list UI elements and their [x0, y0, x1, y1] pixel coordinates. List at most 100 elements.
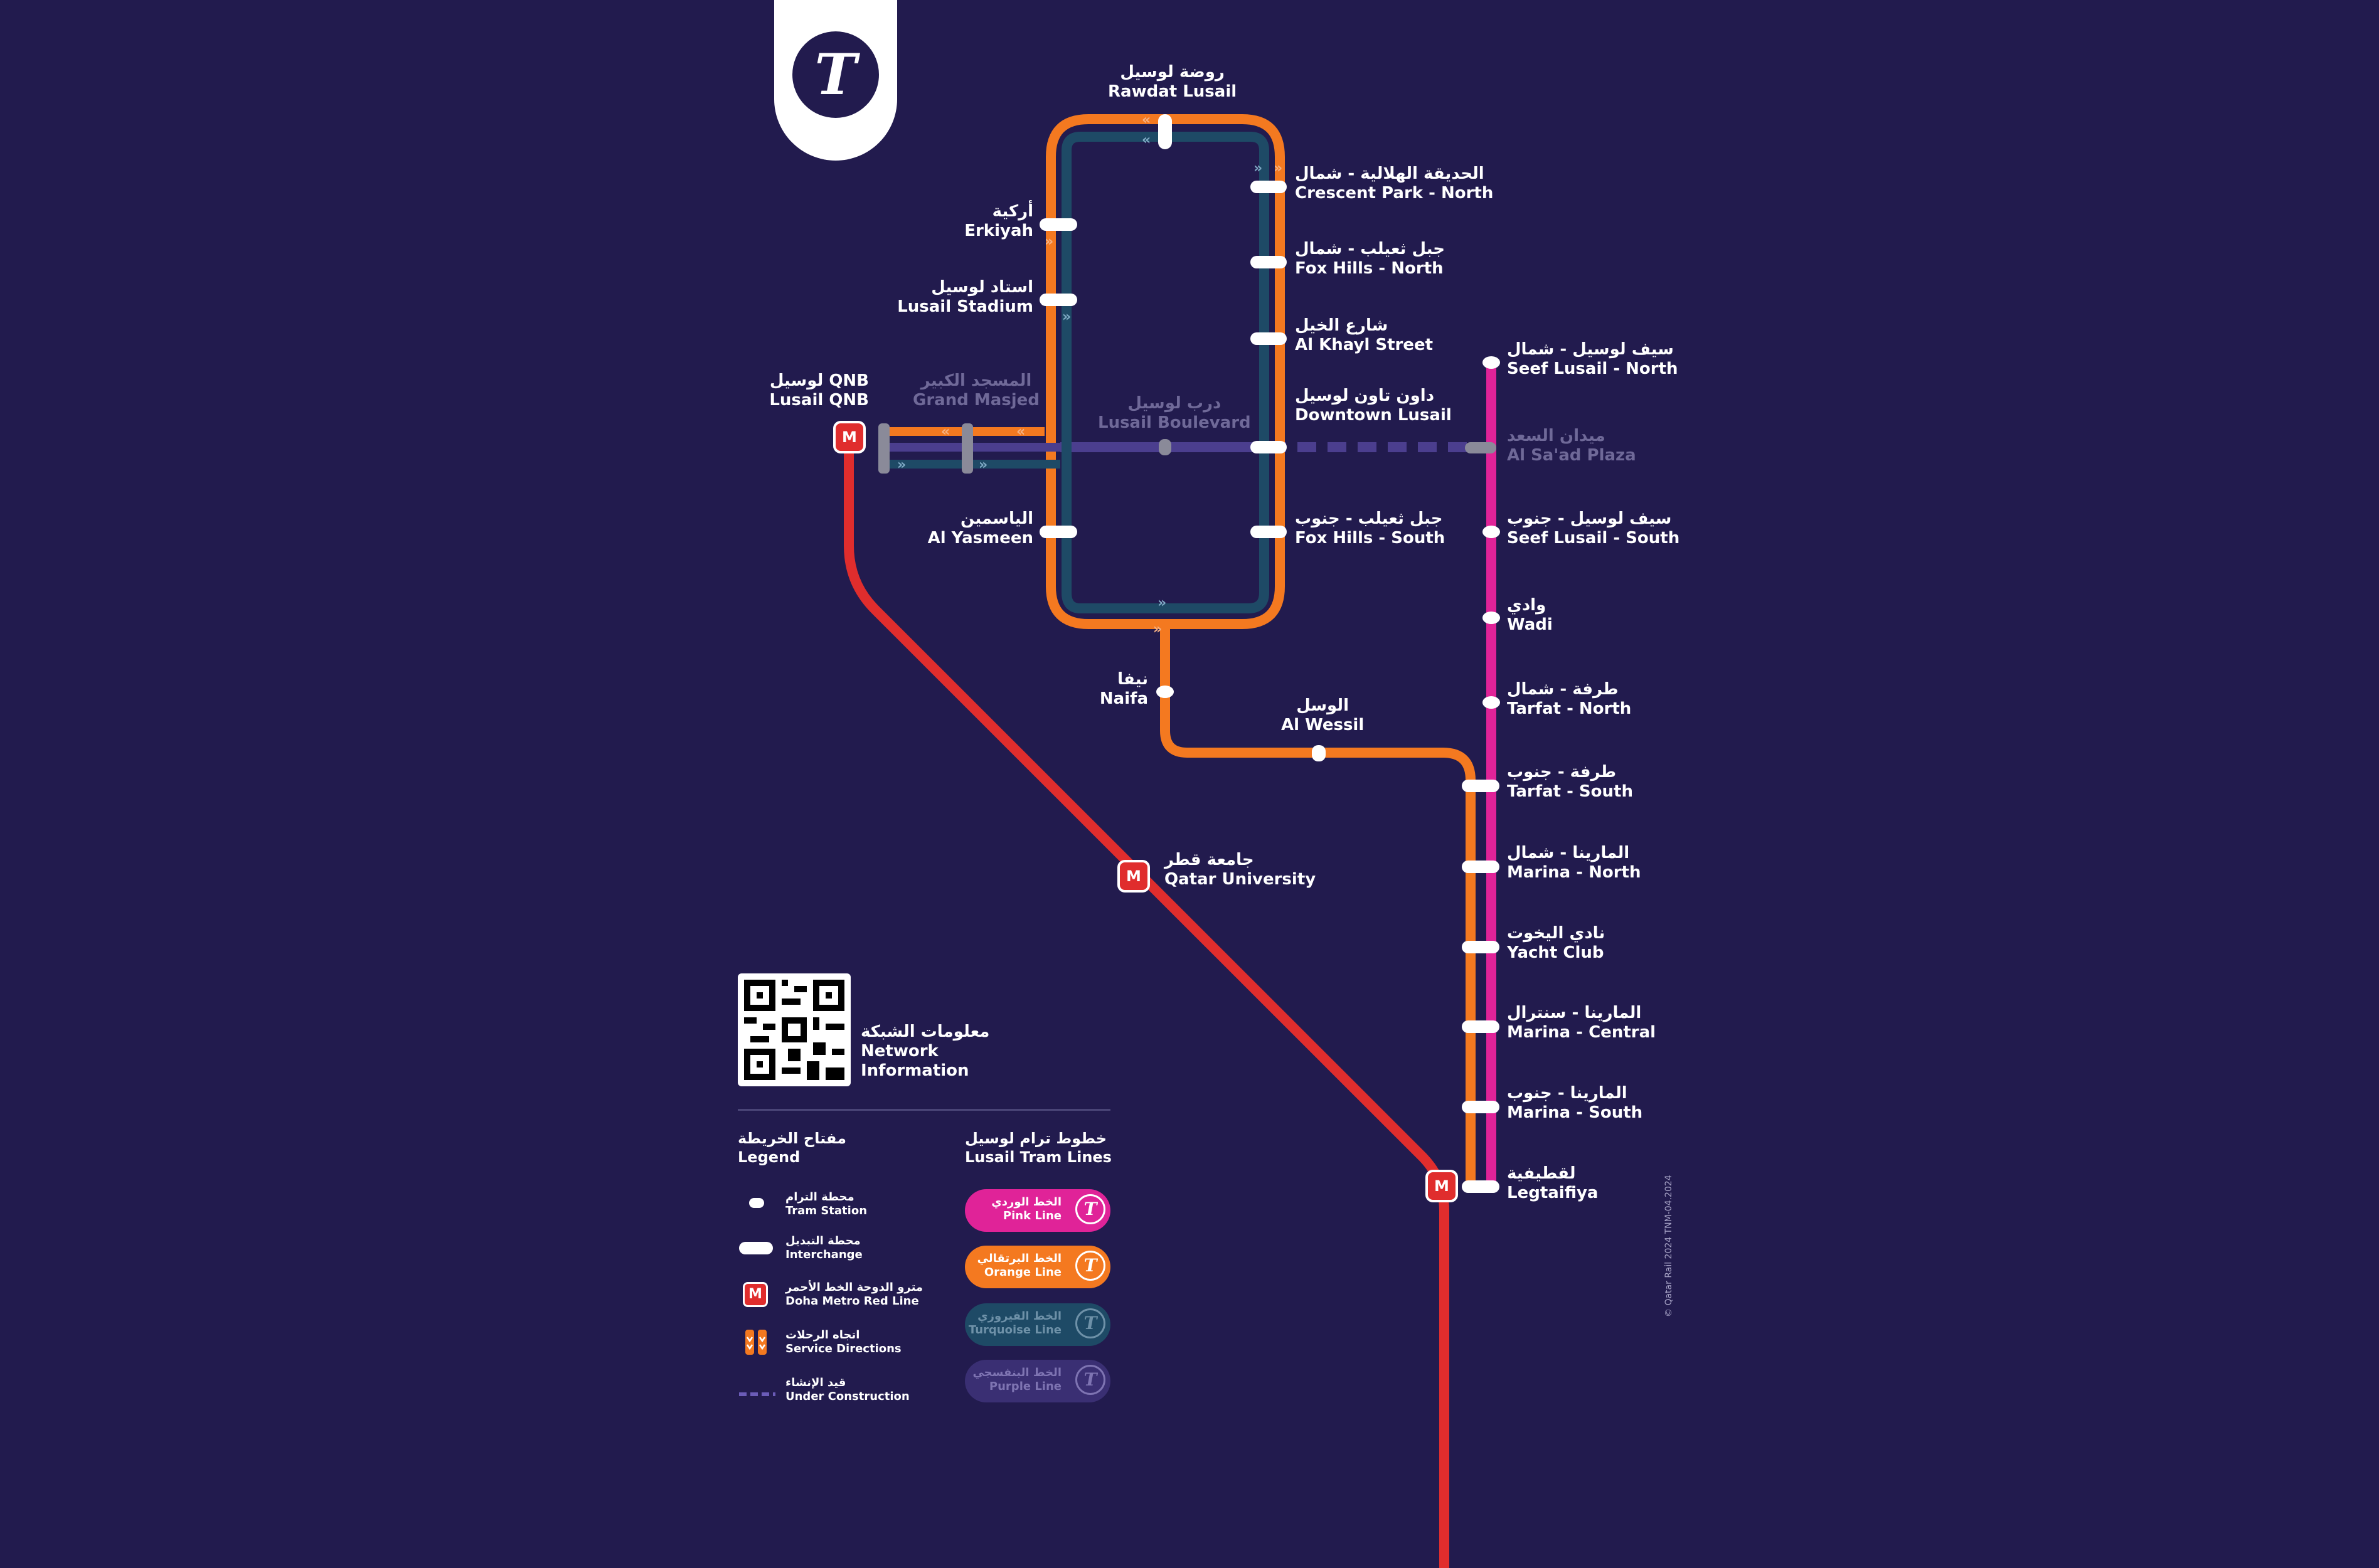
interchange-downtown [1250, 441, 1287, 453]
orange-line [1046, 114, 1285, 629]
dashed-line-icon [739, 1387, 775, 1399]
station-wadi [1482, 612, 1500, 624]
station-wessil [1312, 745, 1326, 761]
svg-text:«: « [941, 424, 950, 440]
interchange-tarfats [1462, 780, 1499, 792]
svg-text:M: M [842, 428, 857, 446]
svg-text:»: » [1274, 161, 1282, 176]
tram-stations [1040, 114, 1500, 1193]
svg-text:«: « [1142, 132, 1151, 148]
metro-qnb [833, 421, 866, 453]
interchange-legtaifiya [1462, 1180, 1499, 1193]
station-grandmasjed [962, 423, 973, 474]
copyright: © Qatar Rail 2024 TNM-04.2024 [1664, 1175, 1674, 1317]
station-qnb-bar [878, 423, 890, 474]
interchange-marinan [1462, 861, 1499, 873]
svg-text:M: M [1434, 1177, 1449, 1195]
direction-arrows: « « » » » » « « » » » » [897, 112, 1282, 637]
metro-qu [1117, 860, 1150, 893]
svg-text:»: » [979, 457, 987, 473]
turquoise-line [1062, 132, 1269, 613]
svg-text:»: » [1045, 234, 1053, 250]
interchange-erkiyah [1040, 218, 1077, 231]
station-boulevard [1159, 439, 1171, 455]
metro-stations: M M M [833, 421, 1458, 1202]
station-tarfatn [1482, 696, 1500, 709]
orange-line-icon: T [1075, 1251, 1105, 1281]
svg-text:»: » [1253, 161, 1262, 176]
purple-line-icon: T [1075, 1365, 1105, 1395]
interchange-alkhayl [1250, 332, 1287, 345]
interchange-foxsouth [1250, 526, 1287, 538]
divider [738, 1109, 1110, 1111]
orange-line-south [1160, 624, 1476, 1185]
station-saad [1465, 442, 1496, 453]
network-info-label: معلومات الشبكة Network Information [861, 1022, 990, 1081]
svg-text:«: « [1016, 424, 1025, 440]
lusail-tram-logo-icon: T [792, 31, 879, 118]
interchange-icon [739, 1242, 773, 1254]
turquoise-line-icon: T [1075, 1308, 1105, 1338]
tram-station-icon [749, 1198, 764, 1208]
direction-arrows-icon [744, 1328, 769, 1356]
svg-text:»: » [1158, 595, 1166, 611]
interchange-stadium [1040, 294, 1077, 306]
interchange-foxnorth [1250, 256, 1287, 268]
station-naifa [1156, 686, 1174, 698]
pink-line-icon: T [1075, 1194, 1105, 1224]
station-seefnorth [1482, 356, 1500, 369]
svg-text:»: » [1153, 622, 1162, 637]
qr-code[interactable] [738, 973, 851, 1086]
svg-text:»: » [1062, 309, 1071, 325]
interchange-crescent [1250, 181, 1287, 193]
metro-legtaifiya [1425, 1170, 1458, 1202]
interchange-yacht [1462, 941, 1499, 953]
svg-text:»: » [897, 457, 906, 473]
svg-text:«: « [1142, 112, 1151, 128]
station-seefsouth [1482, 526, 1500, 538]
construction-stations [878, 423, 1496, 474]
qr-code-icon [744, 980, 844, 1080]
interchange-yasmeen [1040, 526, 1077, 538]
metro-icon: M [743, 1282, 768, 1307]
interchange-marinas [1462, 1101, 1499, 1113]
